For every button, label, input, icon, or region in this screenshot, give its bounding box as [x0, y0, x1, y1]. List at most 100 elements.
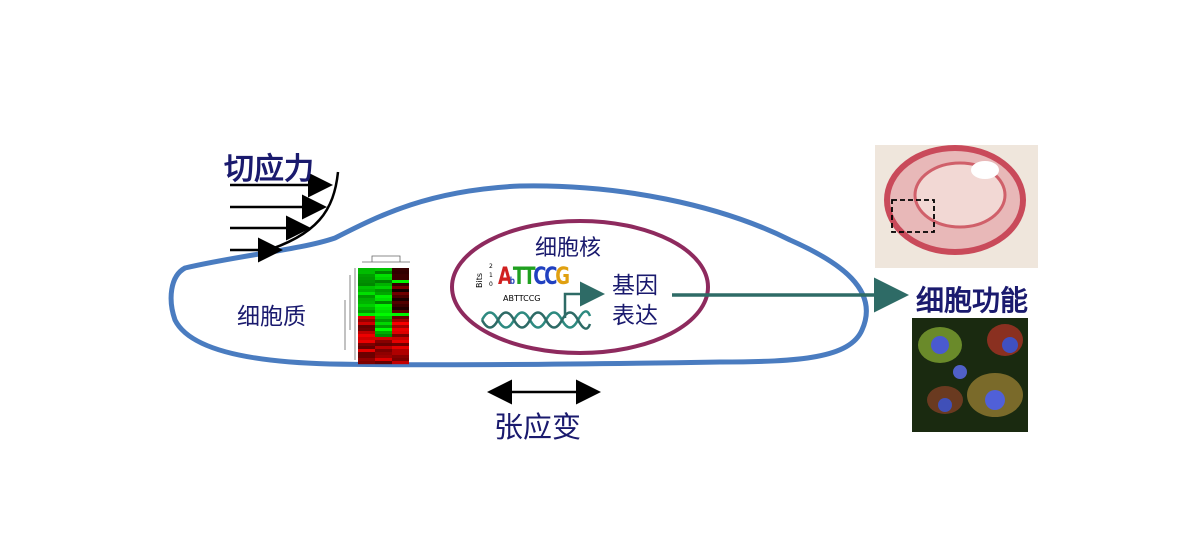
tissue-section-image [875, 145, 1038, 268]
heatmap-cell [358, 292, 375, 296]
logo-letter: T [523, 262, 535, 290]
heatmap-cell [358, 268, 375, 272]
heatmap-cell [392, 304, 409, 308]
tick: 1 [489, 272, 493, 279]
heatmap-cell [375, 343, 392, 347]
heatmap-cell [358, 334, 375, 338]
logo-letter: G [555, 262, 570, 290]
nucleus-label: 细胞核 [535, 236, 602, 261]
heatmap-cell [358, 361, 375, 365]
heatmap-cell [392, 316, 409, 320]
heatmap-cell [358, 286, 375, 290]
heatmap-cell [375, 277, 392, 281]
heatmap-cell [375, 304, 392, 308]
heatmap-cell [375, 271, 392, 275]
logo-letter: T [512, 262, 526, 290]
heatmap-cell [358, 307, 375, 311]
tick: 0 [489, 281, 493, 288]
heatmap-cell [358, 277, 375, 281]
heatmap-cell [375, 310, 392, 314]
heatmap-cell [375, 334, 392, 338]
shear-stress-label: 切应力 [224, 152, 314, 187]
heatmap-cell [392, 307, 409, 311]
heatmap-cell [358, 355, 375, 359]
heatmap-cell [358, 358, 375, 362]
heatmap-cell [375, 331, 392, 335]
heatmap-cell [392, 313, 409, 317]
heatmap-cell [375, 340, 392, 344]
logo-axis-label: Bits [475, 272, 485, 289]
heatmap-cell [375, 286, 392, 290]
heatmap-cell [392, 334, 409, 338]
cell-outline [168, 183, 869, 368]
heatmap-cell [375, 292, 392, 296]
logo-letter-small: b [509, 276, 515, 287]
heatmap-cell [358, 328, 375, 332]
tick: 2 [489, 263, 493, 270]
dna-helix [480, 310, 592, 330]
cytoplasm-label: 细胞质 [237, 304, 306, 330]
heatmap-cell [358, 325, 375, 329]
heatmap-cell [358, 337, 375, 341]
heatmap-cell [392, 292, 409, 296]
heatmap-cell [392, 349, 409, 353]
heatmap-cell [358, 283, 375, 287]
heatmap-cell [392, 355, 409, 359]
heatmap-cell [358, 322, 375, 326]
heatmap-cell [375, 289, 392, 293]
heatmap-cell [392, 358, 409, 362]
gene-expression-label-2: 表达 [612, 303, 658, 329]
heatmap-cell [392, 298, 409, 302]
heatmap-cell [375, 355, 392, 359]
fluorescence-image [912, 318, 1028, 432]
heatmap-cell [392, 328, 409, 332]
heatmap-cell [392, 289, 409, 293]
heatmap-cell [375, 280, 392, 284]
heatmap-cell [375, 316, 392, 320]
heatmap-cell [392, 352, 409, 356]
shear-stress-arrows [230, 171, 340, 263]
heatmap-cell [392, 280, 409, 284]
tensile-strain-label: 张应变 [494, 410, 582, 444]
heatmap-cell [392, 271, 409, 275]
heatmap-cell [392, 277, 409, 281]
heatmap-cell [392, 346, 409, 350]
heatmap-dendrogram [344, 255, 410, 360]
heatmap-cell [358, 271, 375, 275]
logo-letters: AbTTCCG [498, 262, 570, 296]
heatmap-cell [358, 289, 375, 293]
heatmap-cell [358, 343, 375, 347]
heatmap-cell [375, 322, 392, 326]
heatmap-cell [392, 331, 409, 335]
sequence-logo: Bits 2 1 0 AbTTCCG ABTTCCG [475, 262, 570, 308]
heatmap-cell [375, 349, 392, 353]
heatmap-cell [375, 274, 392, 278]
heatmap-cell [358, 331, 375, 335]
heatmap-cell [375, 361, 392, 365]
heatmap-cell [358, 352, 375, 356]
cell-function-label: 细胞功能 [916, 284, 1029, 317]
heatmap-cell [392, 337, 409, 341]
heatmap-cell [358, 310, 375, 314]
heatmap-cell [392, 340, 409, 344]
logo-letter: A [498, 262, 512, 290]
heatmap-cell [375, 325, 392, 329]
heatmap-cell [358, 349, 375, 353]
heatmap-cell [375, 298, 392, 302]
heatmap-cell [358, 340, 375, 344]
heatmap-cell [392, 286, 409, 290]
heatmap-cell [358, 313, 375, 317]
heatmap-cell [392, 283, 409, 287]
heatmap-cell [358, 346, 375, 350]
heatmap-cell [375, 337, 392, 341]
heatmap-cell [358, 316, 375, 320]
heatmap-cell [358, 304, 375, 308]
heatmap-cell [375, 328, 392, 332]
heatmap-cell [392, 319, 409, 323]
heatmap-cell [375, 307, 392, 311]
heatmap-cell [375, 346, 392, 350]
heatmap-cell [392, 295, 409, 299]
heatmap-cell [375, 295, 392, 299]
